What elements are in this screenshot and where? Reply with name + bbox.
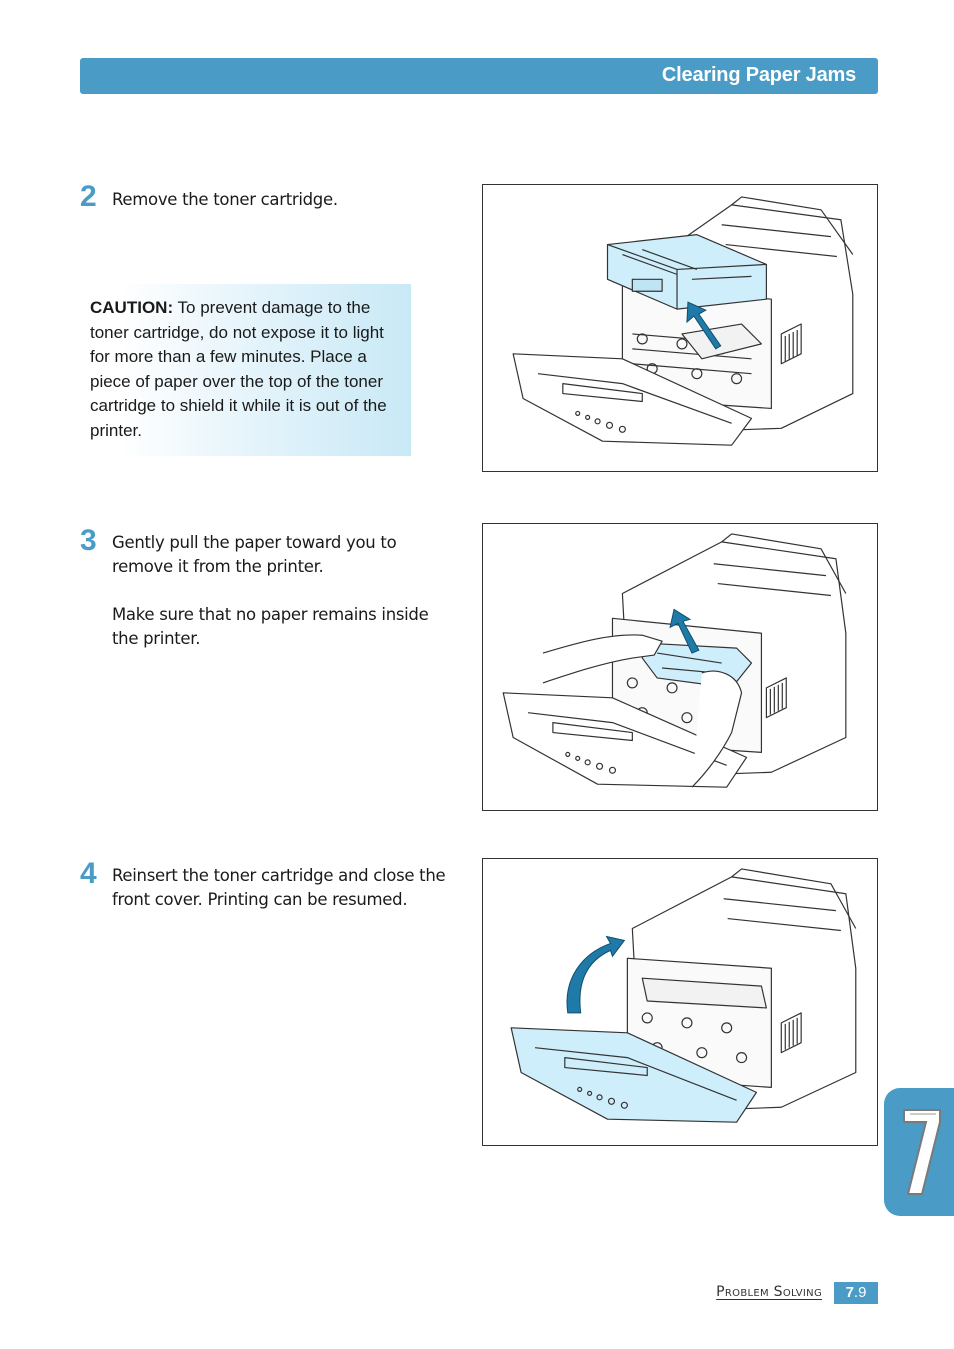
- header-bar: Clearing Paper Jams: [80, 58, 878, 94]
- caution-box: CAUTION: To prevent damage to the toner …: [80, 284, 411, 456]
- step-text-2: Remove the toner cartridge.: [112, 188, 452, 212]
- figure-pull-paper: [482, 523, 878, 811]
- step-number-2: 2: [80, 180, 97, 213]
- step-number-4: 4: [80, 857, 97, 890]
- figure-remove-cartridge: [482, 184, 878, 472]
- printer-illustration-1: [512, 196, 854, 446]
- step-4-paragraph: Reinsert the toner cartridge and close t…: [112, 866, 446, 909]
- figure-close-cover: [482, 858, 878, 1146]
- step-text-3: Gently pull the paper toward you to remo…: [112, 531, 452, 651]
- printer-illustration-2: [502, 533, 847, 788]
- step-2-paragraph: Remove the toner cartridge.: [112, 190, 338, 209]
- page-number: 7.9: [834, 1282, 878, 1304]
- page-number-major: 7: [845, 1284, 854, 1301]
- page-number-minor: .9: [853, 1284, 867, 1301]
- caution-label: CAUTION:: [90, 298, 174, 317]
- printer-illustration-3: [510, 868, 857, 1123]
- step-3-paragraph-1: Gently pull the paper toward you to remo…: [112, 533, 397, 576]
- page-title: Clearing Paper Jams: [661, 64, 856, 86]
- chapter-tab: [884, 1088, 954, 1216]
- step-3-paragraph-2: Make sure that no paper remains inside t…: [112, 605, 429, 648]
- footer-section-label: Problem Solving: [716, 1284, 822, 1300]
- step-number-3: 3: [80, 524, 97, 557]
- chapter-number-graphic: [903, 1109, 941, 1195]
- step-text-4: Reinsert the toner cartridge and close t…: [112, 864, 452, 912]
- caution-text: To prevent damage to the toner cartridge…: [90, 298, 387, 440]
